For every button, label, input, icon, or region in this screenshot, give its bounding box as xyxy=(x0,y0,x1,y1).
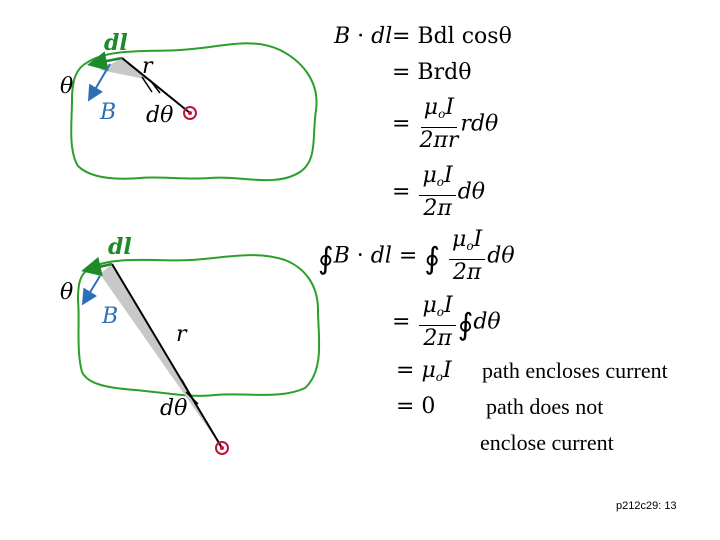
bottom-wedge xyxy=(100,264,222,448)
top-dl-arrow xyxy=(87,51,123,71)
note-not-enclose-1: path does not xyxy=(486,394,604,419)
note-not-enclose-2: enclose current xyxy=(480,430,614,455)
eq-row1-rhs: = Bdl cosθ xyxy=(392,24,512,49)
top-B-label: B xyxy=(100,100,117,125)
bottom-r-label: r xyxy=(176,322,187,347)
top-r-tick xyxy=(141,76,153,93)
eq-row8: = 0 xyxy=(396,394,436,419)
bottom-B-label: B xyxy=(102,304,119,329)
eq-row7: = μoI xyxy=(396,358,452,384)
top-dtheta-label: dθ xyxy=(146,103,174,128)
slide-footer: p212c29: 13 xyxy=(616,500,677,512)
top-dtheta-tick xyxy=(149,79,161,94)
bottom-dtheta-label: dθ xyxy=(160,396,188,421)
top-wedge xyxy=(100,58,150,80)
bottom-dl-arrow xyxy=(81,256,113,277)
bottom-radius-line xyxy=(111,263,223,449)
bottom-B-arrow xyxy=(81,275,101,306)
bottom-theta-label: θ xyxy=(60,280,74,305)
bottom-dtheta-tick xyxy=(185,391,199,405)
top-amperian-path xyxy=(70,42,318,182)
top-current-out-icon xyxy=(183,106,197,120)
top-B-arrow xyxy=(87,63,111,102)
eq-row1-lhs: B · dl xyxy=(334,24,393,49)
top-radius-line xyxy=(121,57,191,114)
top-current-dot xyxy=(188,111,192,115)
bottom-dl-label: dl xyxy=(108,234,132,260)
bottom-current-out-icon xyxy=(215,441,229,455)
bottom-amperian-path xyxy=(76,254,321,397)
bottom-current-dot xyxy=(220,446,224,450)
bottom-r-tick xyxy=(181,379,193,399)
eq-row2-rhs: = Brdθ xyxy=(392,60,472,85)
top-theta-label: θ xyxy=(60,74,74,99)
top-dl-label: dl xyxy=(104,30,128,56)
note-encloses: path encloses current xyxy=(482,358,668,383)
top-r-label: r xyxy=(142,54,153,79)
